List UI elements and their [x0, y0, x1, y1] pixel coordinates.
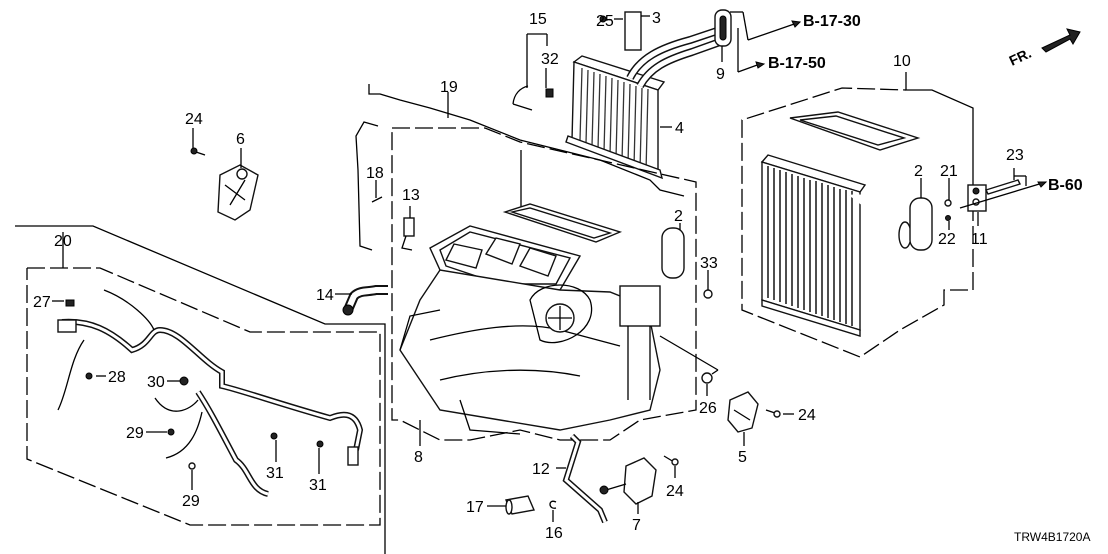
callout-24-bottom: 24 — [666, 483, 684, 500]
pipe-clip — [624, 11, 642, 51]
o-ring-21 — [944, 199, 952, 207]
callout-6: 6 — [236, 131, 245, 148]
callout-9: 9 — [716, 66, 725, 83]
callout-23: 23 — [1006, 147, 1024, 164]
callout-33: 33 — [700, 255, 718, 272]
expansion-valve — [967, 179, 1021, 212]
screw-24-right — [765, 409, 781, 418]
callout-29-bottom: 29 — [182, 493, 200, 510]
evaporator-seal — [789, 111, 921, 151]
callout-20-harness: 20 — [54, 233, 72, 250]
front-arrow-icon — [1041, 28, 1081, 53]
sensor — [403, 217, 415, 237]
screw-25 — [599, 15, 613, 23]
resistor — [505, 495, 535, 515]
callout-4: 4 — [675, 120, 684, 137]
clip-16 — [549, 500, 557, 509]
callout-16: 16 — [545, 525, 563, 542]
callout-30: 30 — [147, 374, 165, 391]
screw-24-left — [190, 147, 206, 156]
callout-3: 3 — [652, 10, 661, 27]
callout-12: 12 — [532, 461, 550, 478]
grommet-33 — [703, 289, 713, 299]
callout-31-left: 31 — [266, 465, 284, 482]
o-ring-22 — [945, 215, 951, 221]
callout-25: 25 — [596, 13, 614, 30]
callout-2-evaporator: 2 — [914, 163, 923, 180]
callout-7: 7 — [632, 517, 641, 534]
callout-24-right: 24 — [798, 407, 816, 424]
screw-18 — [371, 196, 383, 203]
reference-b-17-50[interactable]: B-17-50 — [768, 55, 826, 72]
diagram-code: TRW4B1720A — [1014, 530, 1090, 544]
callout-26: 26 — [699, 400, 717, 417]
leader-lines — [52, 11, 1048, 522]
heater-unit-wire — [355, 121, 379, 251]
callout-32: 32 — [541, 51, 559, 68]
callout-19: 19 — [440, 79, 458, 96]
callout-21: 21 — [940, 163, 958, 180]
callout-15: 15 — [529, 11, 547, 28]
callout-17: 17 — [466, 499, 484, 516]
callout-31-right: 31 — [309, 477, 327, 494]
callout-18: 18 — [366, 165, 384, 182]
callout-28: 28 — [108, 369, 126, 386]
heater-core — [565, 26, 722, 180]
callout-11: 11 — [971, 231, 988, 248]
reference-b-17-30[interactable]: B-17-30 — [803, 13, 861, 30]
heater-seal — [661, 227, 685, 279]
callout-labels: 15 32 25 3 4 9 10 19 2 2 21 22 11 23 33 … — [33, 10, 1024, 542]
reference-b-60[interactable]: B-60 — [1048, 177, 1083, 194]
callout-27: 27 — [33, 294, 51, 311]
callout-10: 10 — [893, 53, 911, 70]
callout-2-heater: 2 — [674, 208, 683, 225]
wire-harness — [57, 289, 364, 497]
heater-unit-case — [399, 203, 661, 435]
callout-5: 5 — [738, 449, 747, 466]
front-direction-indicator: FR. — [1007, 28, 1081, 69]
front-label: FR. — [1007, 45, 1034, 69]
screw-24-bottom — [663, 455, 679, 466]
heater-unit-group-outline — [368, 84, 697, 441]
callout-14: 14 — [316, 287, 334, 304]
expansion-valve-seal — [909, 197, 933, 251]
callout-24-left: 24 — [185, 111, 203, 128]
temperature-sensor — [512, 85, 533, 111]
callout-8: 8 — [414, 449, 423, 466]
callout-13: 13 — [402, 187, 420, 204]
sensor-clip — [545, 88, 554, 98]
callout-22: 22 — [938, 231, 956, 248]
callout-29-left: 29 — [126, 425, 144, 442]
evaporator-group-outline — [741, 72, 974, 358]
evaporator-core — [760, 154, 912, 337]
harness-group-outline — [15, 225, 386, 554]
actuator-7 — [599, 457, 657, 505]
actuator-5 — [727, 391, 759, 433]
pipe-seal — [714, 9, 732, 47]
actuator-6 — [217, 164, 259, 221]
grommet-26 — [701, 372, 713, 384]
